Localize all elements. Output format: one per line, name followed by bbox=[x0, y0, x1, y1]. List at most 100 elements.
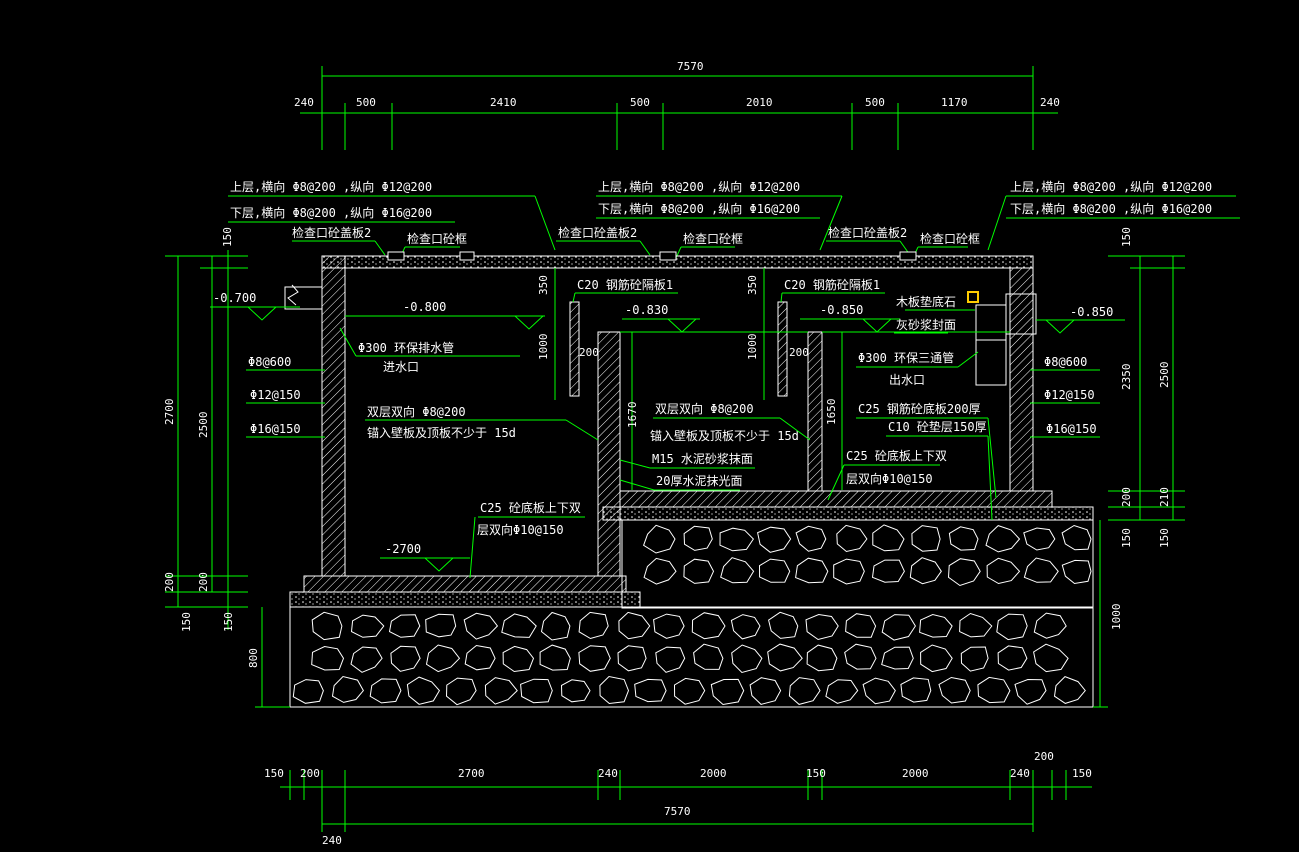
rubble-stone bbox=[985, 525, 1021, 553]
left-dim-150-b: 150 bbox=[222, 612, 235, 632]
rubble-stone bbox=[710, 678, 745, 706]
rubble-stone bbox=[1061, 524, 1092, 551]
top-total-dim: 7570 bbox=[677, 60, 704, 73]
base-slabs bbox=[303, 490, 1053, 593]
rubble-stone bbox=[871, 559, 905, 583]
rubble-stone bbox=[977, 676, 1011, 704]
label-mortar-masonry: M15 水泥砂浆抹面 bbox=[652, 451, 753, 466]
top-500-3: 500 bbox=[865, 96, 885, 109]
label-slab-rebar-mid-1: C25 砼底板上下双 bbox=[846, 448, 947, 463]
rubble-stone bbox=[369, 678, 402, 704]
rubble-stone bbox=[425, 644, 461, 673]
rubble-stone bbox=[749, 677, 782, 705]
rubble-stone bbox=[691, 612, 726, 640]
rubble-stone bbox=[578, 645, 611, 672]
rubble-stone bbox=[683, 525, 713, 551]
bottom-240-bottom: 240 bbox=[322, 834, 342, 847]
bottom-total-dim: 7570 bbox=[664, 805, 691, 818]
rubble-stone bbox=[911, 525, 941, 552]
rubble-stone bbox=[719, 527, 755, 552]
left-level-0700: -0.700 bbox=[213, 291, 256, 305]
rubble-stone bbox=[634, 678, 667, 703]
rubble-stone bbox=[484, 677, 518, 705]
rubble-stone bbox=[1033, 643, 1069, 673]
left-dim-800: 800 bbox=[247, 648, 260, 668]
top-2410: 2410 bbox=[490, 96, 517, 109]
rubble-stone bbox=[463, 612, 499, 640]
rubble-stone bbox=[445, 677, 477, 706]
rubble-stone bbox=[350, 614, 385, 638]
rubble-stone bbox=[501, 613, 537, 638]
label-wall-rebar-a1: 双层双向 Φ8@200 bbox=[367, 404, 466, 419]
rubble-stone bbox=[560, 679, 591, 703]
left-dim-200-b: 200 bbox=[197, 572, 210, 592]
label-mortar-finish: 20厚水泥抹光面 bbox=[656, 474, 742, 488]
level-2700: -2700 bbox=[385, 542, 421, 556]
left-dimensions: 150 2700 2500 200 200 150 150 800 -0.700 bbox=[163, 227, 300, 708]
right-dim-150-b: 150 bbox=[1158, 528, 1171, 548]
level-0830: -0.830 bbox=[625, 303, 668, 317]
rubble-stone bbox=[1023, 557, 1059, 583]
rubble-stone bbox=[653, 613, 685, 639]
right-dimensions: 150 2350 2500 200 210 150 150 1000 -0.85… bbox=[1036, 227, 1185, 708]
rubble-stone bbox=[1033, 612, 1067, 639]
label-wall-rebar-b2: 锚入壁板及顶板不少于 15d bbox=[650, 428, 799, 443]
right-wall-notes: 木板垫底石 灰砂浆封面 Φ300 环保三通管 出水口 Φ8@600 Φ12@15… bbox=[827, 294, 1100, 521]
label-inspection-cover-b: 检查口砼框 bbox=[683, 231, 743, 246]
label-wood-plank: 木板垫底石 bbox=[896, 294, 956, 309]
rebar-note-mid-top: 上层,横向 Φ8@200 ,纵向 Φ12@200 bbox=[598, 179, 800, 194]
rubble-stone bbox=[920, 644, 953, 673]
rubble-stone bbox=[599, 675, 630, 705]
rubble-foundation bbox=[289, 519, 1094, 708]
rubble-stone bbox=[788, 677, 821, 705]
rebar-note-mid-bottom: 下层,横向 Φ8@200 ,纵向 Φ16@200 bbox=[598, 201, 800, 216]
pipes bbox=[284, 284, 1037, 386]
rubble-stone bbox=[795, 525, 827, 552]
rubble-stone bbox=[996, 613, 1028, 641]
label-slab-rebar-left-1: C25 砼底板上下双 bbox=[480, 500, 581, 515]
rubble-stone bbox=[720, 557, 755, 584]
rubble-stone bbox=[642, 524, 676, 554]
rubble-stone bbox=[578, 611, 609, 640]
rubble-stone bbox=[825, 679, 859, 704]
rubble-stone bbox=[1023, 527, 1056, 551]
rebar-note-left-bottom: 下层,横向 Φ8@200 ,纵向 Φ16@200 bbox=[230, 205, 432, 220]
rubble-stones-upper bbox=[642, 524, 1092, 587]
rubble-stone bbox=[757, 526, 792, 553]
bottom-150-left: 150 bbox=[264, 767, 284, 780]
rubble-stone bbox=[731, 644, 763, 674]
vdim-350-a: 350 bbox=[537, 275, 550, 295]
rubble-stone bbox=[406, 676, 441, 705]
top-1170: 1170 bbox=[941, 96, 968, 109]
rubble-stone bbox=[997, 645, 1028, 671]
rubble-stone bbox=[881, 614, 916, 641]
top-240-right: 240 bbox=[1040, 96, 1060, 109]
interior-levels: -0.800 -0.830 -0.850 -2700 bbox=[345, 300, 1010, 572]
left-dim-150-a: 150 bbox=[180, 612, 193, 632]
bottom-200-right: 200 bbox=[1034, 750, 1054, 763]
left-dim-2700: 2700 bbox=[163, 399, 176, 426]
right-dim-210: 210 bbox=[1158, 487, 1171, 507]
rebar-note-right-top: 上层,横向 Φ8@200 ,纵向 Φ12@200 bbox=[1010, 179, 1212, 194]
vdim-1000-a: 1000 bbox=[537, 334, 550, 361]
rubble-stone bbox=[1053, 676, 1086, 704]
rubble-stone bbox=[960, 646, 989, 672]
rubble-stone bbox=[311, 611, 343, 641]
rubble-stone bbox=[520, 678, 553, 704]
rubble-stone bbox=[862, 677, 896, 705]
right-dim-150-top: 150 bbox=[1120, 227, 1133, 247]
rebar-note-left-top: 上层,横向 Φ8@200 ,纵向 Φ12@200 bbox=[230, 179, 432, 194]
label-wall-rebar-a2: 锚入壁板及顶板不少于 15d bbox=[367, 425, 516, 440]
rubble-stone bbox=[1014, 678, 1047, 705]
level-0850: -0.850 bbox=[820, 303, 863, 317]
label-inspection-cover-a: 检查口砼框 bbox=[407, 231, 467, 246]
rubble-stone bbox=[540, 611, 571, 641]
top-slab bbox=[321, 251, 1034, 269]
bottom-2000-1: 2000 bbox=[700, 767, 727, 780]
right-dim-1000: 1000 bbox=[1110, 604, 1123, 631]
rubble-stone bbox=[617, 645, 647, 672]
selection-marker[interactable] bbox=[967, 291, 979, 303]
rubble-stone bbox=[643, 557, 677, 585]
label-slab-rebar-left-2: 层双向Φ10@150 bbox=[477, 522, 564, 537]
